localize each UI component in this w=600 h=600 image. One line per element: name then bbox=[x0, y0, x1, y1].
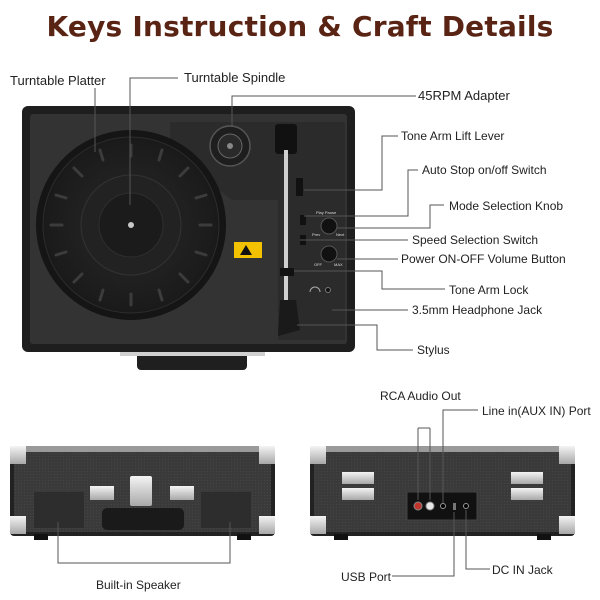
play-pause-text: Play Pause bbox=[316, 210, 337, 215]
tonearm-counterweight bbox=[275, 124, 297, 154]
stylus-headshell bbox=[278, 300, 300, 336]
label-mode-selection-knob: Mode Selection Knob bbox=[449, 199, 564, 213]
tonearm-plate bbox=[170, 122, 345, 340]
label-headphone-jack: 3.5mm Headphone Jack bbox=[412, 303, 543, 317]
label-usb-port: USB Port bbox=[341, 570, 392, 584]
case-handle-front bbox=[102, 508, 184, 530]
tonearm-lift-lever bbox=[296, 178, 303, 196]
next-text: Next bbox=[336, 232, 345, 237]
rca-port-red bbox=[413, 501, 423, 511]
label-rca-audio-out: RCA Audio Out bbox=[380, 389, 461, 403]
label-turntable-spindle: Turntable Spindle bbox=[184, 70, 286, 85]
label-auto-stop-switch: Auto Stop on/off Switch bbox=[422, 163, 547, 177]
label-45rpm-adapter: 45RPM Adapter bbox=[418, 88, 510, 103]
turntable-spindle bbox=[128, 222, 134, 228]
power-volume-knob[interactable] bbox=[320, 245, 338, 263]
leader-lines-top bbox=[94, 77, 445, 351]
speaker-right bbox=[201, 492, 251, 528]
label-power-volume-button: Power ON-OFF Volume Button bbox=[401, 252, 566, 266]
prev-text: Prev bbox=[312, 232, 320, 237]
label-tone-arm-lock: Tone Arm Lock bbox=[449, 283, 529, 297]
headphone-jack-top bbox=[325, 287, 331, 293]
max-text: MAX bbox=[334, 262, 343, 267]
headphone-icon bbox=[309, 286, 321, 293]
label-stylus: Stylus bbox=[417, 343, 450, 357]
label-turntable-platter: Turntable Platter bbox=[10, 73, 106, 88]
rca-port-white bbox=[425, 501, 435, 511]
label-line-in-port: Line in(AUX IN) Port bbox=[482, 404, 591, 418]
dc-in-jack bbox=[463, 503, 469, 509]
label-speed-selection-switch: Speed Selection Switch bbox=[412, 233, 539, 247]
label-builtin-speaker: Built-in Speaker bbox=[96, 578, 181, 592]
tonearm-rest bbox=[280, 268, 294, 276]
mode-selection-knob[interactable] bbox=[320, 217, 338, 235]
turntable-top-view: Play Pause Prev Next OFF MAX bbox=[22, 106, 355, 370]
leader-lines-bottom bbox=[57, 409, 490, 577]
turntable-front-view bbox=[10, 446, 275, 540]
page-title: Keys Instruction & Craft Details bbox=[46, 10, 554, 43]
line-in-port bbox=[440, 503, 446, 509]
usb-port bbox=[453, 503, 456, 510]
speaker-left bbox=[34, 492, 84, 528]
label-dc-in-jack: DC IN Jack bbox=[492, 563, 553, 577]
off-text: OFF bbox=[314, 262, 323, 267]
label-tone-arm-lift-lever: Tone Arm Lift Lever bbox=[401, 129, 505, 143]
